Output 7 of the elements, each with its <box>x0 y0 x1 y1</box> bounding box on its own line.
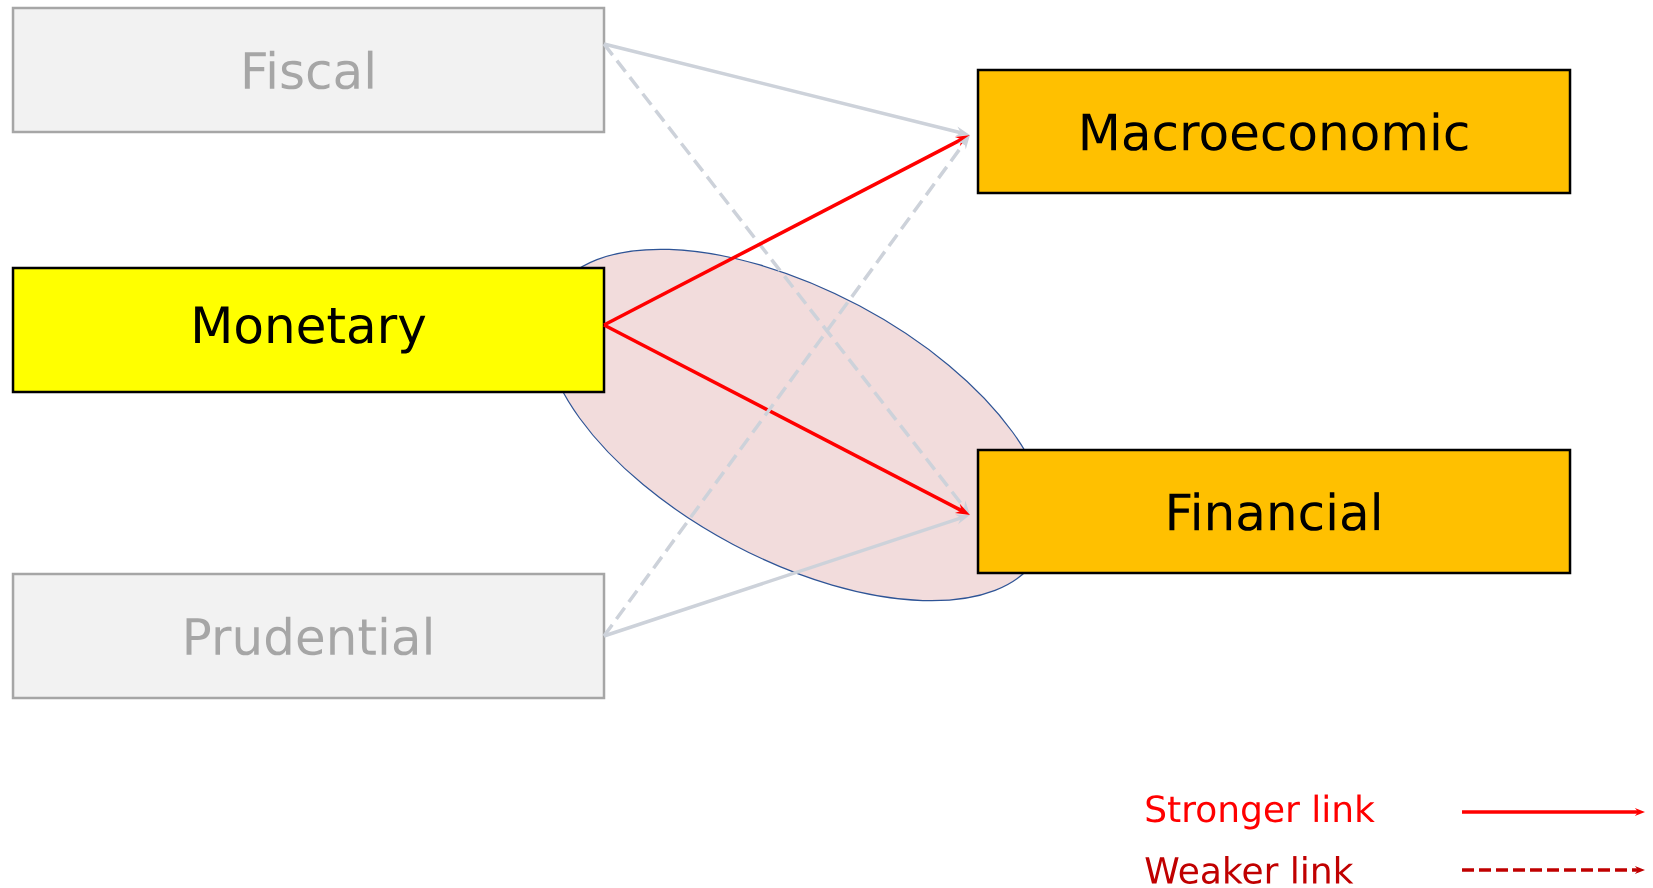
policy-box: Macroeconomic <box>976 68 1572 195</box>
policy-box: Fiscal <box>11 6 606 134</box>
policy-box: Monetary <box>11 266 606 394</box>
legend-label: Stronger link <box>1146 794 1375 830</box>
legend-label: Weaker link <box>1145 856 1354 884</box>
policy-box: Financial <box>976 448 1572 575</box>
policy-box: Prudential <box>11 572 606 700</box>
